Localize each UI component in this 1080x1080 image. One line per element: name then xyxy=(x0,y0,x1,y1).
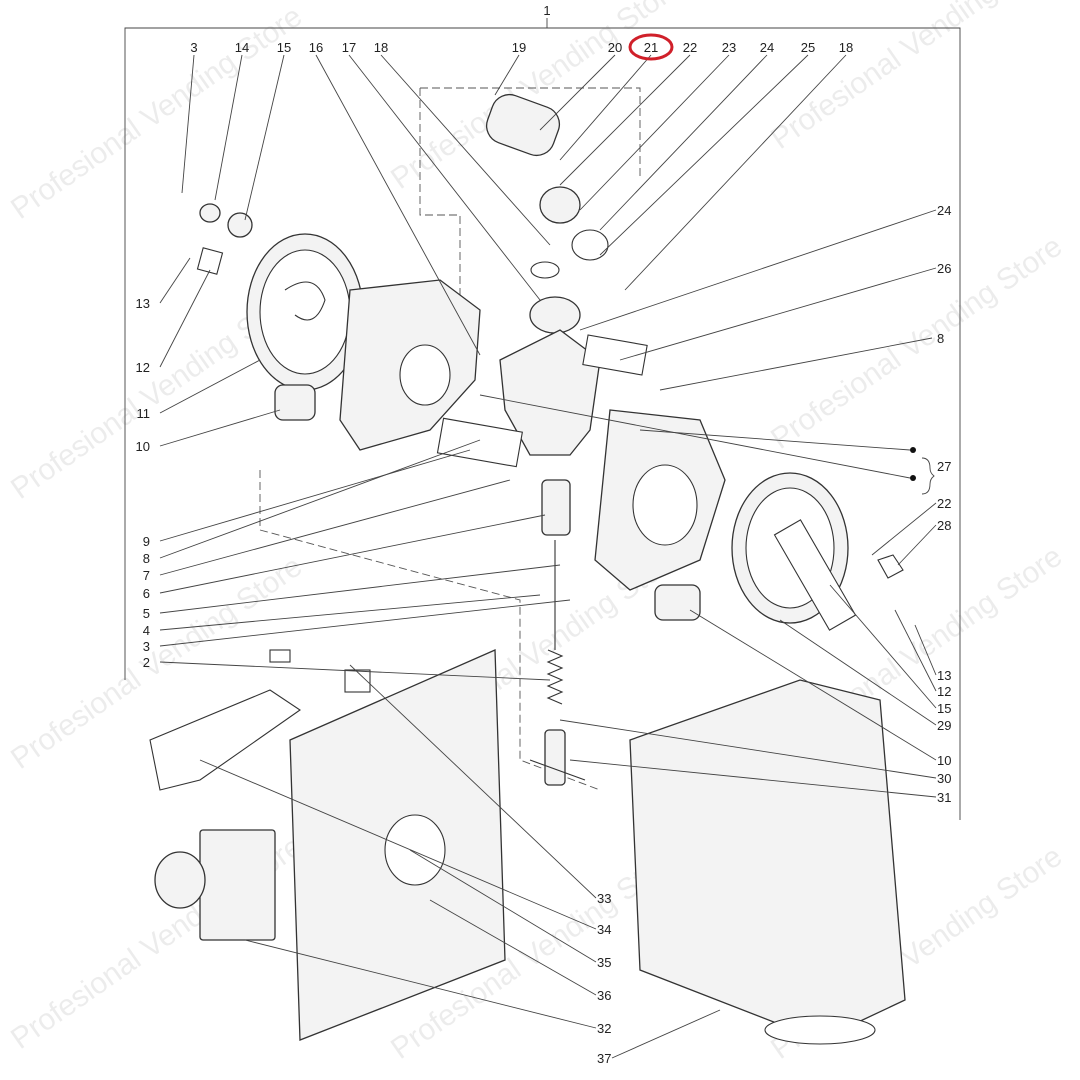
callout-label-29: 29 xyxy=(937,718,951,733)
callout-label-15: 15 xyxy=(937,701,951,716)
callout-label-23: 23 xyxy=(722,40,736,55)
callout-label-5: 5 xyxy=(143,606,150,621)
callout-label-3: 3 xyxy=(190,40,197,55)
callout-label-10: 10 xyxy=(136,439,150,454)
callout-label-4: 4 xyxy=(143,623,150,638)
piston xyxy=(541,479,571,536)
bracket xyxy=(149,689,301,791)
callout-label-26: 26 xyxy=(937,261,951,276)
pinion-right xyxy=(654,584,701,621)
callout-label-10: 10 xyxy=(937,753,951,768)
callout-label-20: 20 xyxy=(608,40,622,55)
callout-label-3: 3 xyxy=(143,639,150,654)
callout-label-36: 36 xyxy=(597,988,611,1003)
callout-label-25: 25 xyxy=(801,40,815,55)
label-1: 1 xyxy=(543,3,550,18)
parts xyxy=(149,93,906,1045)
callout-labels: 1 3 14 15 16 17 18 19 20 21 22 23 24 25 … xyxy=(136,3,952,1066)
callout-label-22: 22 xyxy=(937,496,951,511)
highlight-circle xyxy=(628,33,674,61)
waste-container xyxy=(629,679,906,1041)
callout-label-6: 6 xyxy=(143,586,150,601)
pinion-left xyxy=(274,384,316,421)
callout-label-8: 8 xyxy=(937,331,944,346)
callout-label-28: 28 xyxy=(937,518,951,533)
callout-label-9: 9 xyxy=(143,534,150,549)
callout-label-11: 11 xyxy=(137,406,151,421)
callout-label-22: 22 xyxy=(683,40,697,55)
callout-label-12: 12 xyxy=(937,684,951,699)
callout-label-27: 27 xyxy=(937,459,951,474)
svg-text:Profesional Vending Store: Profesional Vending Store xyxy=(385,0,688,196)
svg-text:Profesional Vending Store: Profesional Vending Store xyxy=(765,230,1068,456)
assembly-frame xyxy=(124,18,961,820)
spring xyxy=(546,649,564,705)
brew-chamber xyxy=(499,329,601,456)
callout-label-8: 8 xyxy=(143,551,150,566)
callout-label-2: 2 xyxy=(143,655,150,670)
label-21-highlighted: 21 xyxy=(644,40,658,55)
callout-label-34: 34 xyxy=(597,922,611,937)
callout-label-18: 18 xyxy=(839,40,853,55)
callout-label-13: 13 xyxy=(136,296,150,311)
callout-label-16: 16 xyxy=(309,40,323,55)
svg-text:Profesional Vending Store: Profesional Vending Store xyxy=(5,0,308,226)
callout-label-32: 32 xyxy=(597,1021,611,1036)
callout-label-7: 7 xyxy=(143,568,150,583)
callout-label-31: 31 xyxy=(937,790,951,805)
callout-label-24: 24 xyxy=(760,40,774,55)
callout-label-15: 15 xyxy=(277,40,291,55)
callout-label-19: 19 xyxy=(512,40,526,55)
callout-label-24: 24 xyxy=(937,203,951,218)
svg-text:Profesional Vending Store: Profesional Vending Store xyxy=(765,0,1068,156)
filter xyxy=(529,296,581,334)
callout-label-33: 33 xyxy=(597,891,611,906)
gearmotor xyxy=(199,829,276,941)
callout-label-30: 30 xyxy=(937,771,951,786)
callout-label-14: 14 xyxy=(235,40,249,55)
callout-label-35: 35 xyxy=(597,955,611,970)
leader-lines xyxy=(159,54,937,1059)
callout-label-17: 17 xyxy=(342,40,356,55)
callout-label-13: 13 xyxy=(937,668,951,683)
callout-label-18: 18 xyxy=(374,40,388,55)
valve-top xyxy=(485,93,561,157)
callout-label-37: 37 xyxy=(597,1051,611,1066)
watermark: Profesional Vending Store Profesional Ve… xyxy=(5,0,1068,1066)
callout-label-12: 12 xyxy=(136,360,150,375)
